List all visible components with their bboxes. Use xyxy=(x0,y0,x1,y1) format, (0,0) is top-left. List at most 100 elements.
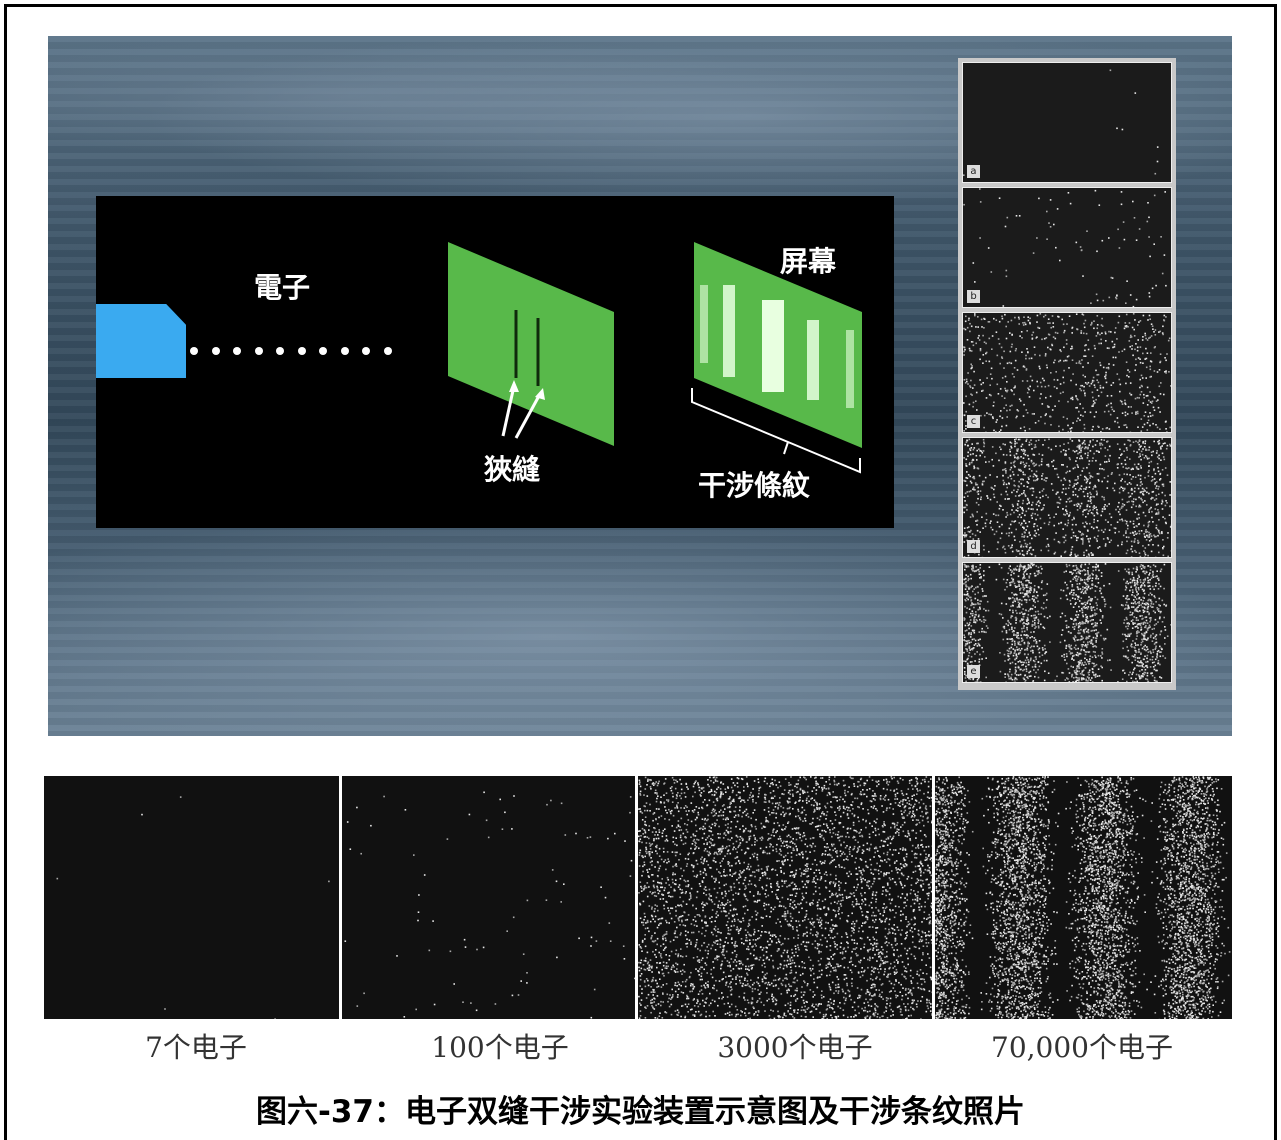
electron-hit xyxy=(1146,530,1149,533)
electron-hit xyxy=(1085,616,1088,619)
electron-hit xyxy=(797,946,800,949)
electron-hit xyxy=(1164,521,1167,524)
electron-hit xyxy=(1073,485,1075,487)
electron-hit xyxy=(1076,537,1078,539)
electron-hit xyxy=(1143,533,1145,535)
electron-hit xyxy=(1000,613,1003,616)
electron-hit xyxy=(970,341,973,343)
electron-hit xyxy=(1027,476,1030,479)
electron-hit xyxy=(1037,626,1040,629)
electron-hit xyxy=(1065,501,1068,503)
electron-hit xyxy=(1155,647,1157,649)
electron-hit xyxy=(713,887,716,890)
electron-hit xyxy=(1140,644,1142,646)
electron-hit xyxy=(1090,639,1093,641)
electron-hit xyxy=(665,967,668,970)
electron-hit xyxy=(780,805,782,808)
electron-hit xyxy=(1067,678,1069,680)
electron-hit xyxy=(980,600,982,603)
electron-hit xyxy=(609,940,612,942)
electron-hit xyxy=(1096,604,1098,607)
electron-hit xyxy=(1085,508,1088,511)
electron-hit xyxy=(1095,656,1097,659)
electron-hit xyxy=(1073,589,1075,591)
electron-hit xyxy=(1034,614,1036,617)
electron-hit xyxy=(1086,529,1089,532)
electron-hit xyxy=(1133,616,1136,618)
electron-hit xyxy=(747,983,749,985)
electron-hit xyxy=(1023,426,1026,428)
electron-hit xyxy=(988,413,990,416)
electron-hit xyxy=(1073,516,1075,519)
electron-hit xyxy=(1062,391,1064,393)
electron-hit xyxy=(1041,473,1044,475)
electron-hit xyxy=(1072,373,1074,375)
electron-hit xyxy=(1147,475,1150,477)
electron-hit xyxy=(370,824,372,827)
electron-hit xyxy=(1125,607,1127,610)
electron-hit xyxy=(1033,525,1035,528)
electron-hit xyxy=(1158,531,1161,534)
electron-hit xyxy=(1105,404,1108,407)
electron-hit xyxy=(1137,441,1139,444)
electron-hit xyxy=(1023,595,1026,597)
electron-hit xyxy=(1108,503,1110,505)
electron-hit xyxy=(887,837,890,840)
electron-hit xyxy=(776,896,778,898)
electron-hit xyxy=(608,922,611,924)
electron-hit xyxy=(910,889,912,891)
electron-hit xyxy=(1029,317,1031,320)
electron-hit xyxy=(1093,514,1096,517)
electron-hit xyxy=(813,981,816,984)
electron-hit xyxy=(642,964,645,966)
electron-hit xyxy=(1160,651,1162,653)
electron-hit xyxy=(1050,424,1052,426)
electron-hit xyxy=(1011,615,1014,617)
electron-hit xyxy=(967,319,970,321)
electron-hit xyxy=(848,848,851,850)
electron-hit xyxy=(1104,331,1107,333)
electron-hit xyxy=(1034,444,1037,446)
electron-hit xyxy=(1082,490,1085,493)
electron-hit xyxy=(1092,566,1094,568)
electron-hit xyxy=(1019,660,1021,662)
electron-hit xyxy=(982,438,985,441)
electron-hit xyxy=(971,585,973,587)
electron-hit xyxy=(976,442,978,445)
electron-hit xyxy=(758,792,760,795)
electron-hit xyxy=(1077,502,1079,505)
electron-hit xyxy=(839,1007,842,1009)
electron-hit xyxy=(1015,586,1017,588)
electron-hit xyxy=(1127,633,1130,636)
electron-hit xyxy=(1068,367,1070,369)
electron-hit xyxy=(1151,454,1153,457)
electron-hit xyxy=(967,579,969,582)
electron-hit xyxy=(973,467,976,469)
electron-hit xyxy=(930,778,932,780)
electron-hit xyxy=(1090,322,1093,325)
electron-hit xyxy=(1128,500,1130,503)
electron-hit xyxy=(511,828,513,830)
electron-hit xyxy=(713,984,715,987)
electron-hit xyxy=(771,998,774,1000)
electron-hit xyxy=(977,467,979,470)
electron-hit xyxy=(1149,566,1152,568)
electron-hit xyxy=(1082,539,1084,541)
electron-hit xyxy=(1080,644,1083,646)
electron-hit xyxy=(1155,527,1158,529)
electron-hit xyxy=(1168,371,1170,373)
electron-hit xyxy=(977,538,980,540)
electron-hit xyxy=(836,784,838,786)
electron-hit xyxy=(825,831,827,833)
electron-hit xyxy=(1141,662,1143,664)
electron-hit xyxy=(926,999,928,1002)
electron-hit xyxy=(1000,493,1003,496)
electron-hit xyxy=(418,894,420,896)
electron-hit xyxy=(1080,488,1082,490)
electron-hit xyxy=(1077,452,1079,455)
electron-hit xyxy=(1097,332,1099,335)
electron-hit xyxy=(981,627,983,630)
electron-hit xyxy=(1027,641,1029,644)
electron-hit xyxy=(1087,643,1089,646)
electron-hit xyxy=(1143,673,1146,676)
